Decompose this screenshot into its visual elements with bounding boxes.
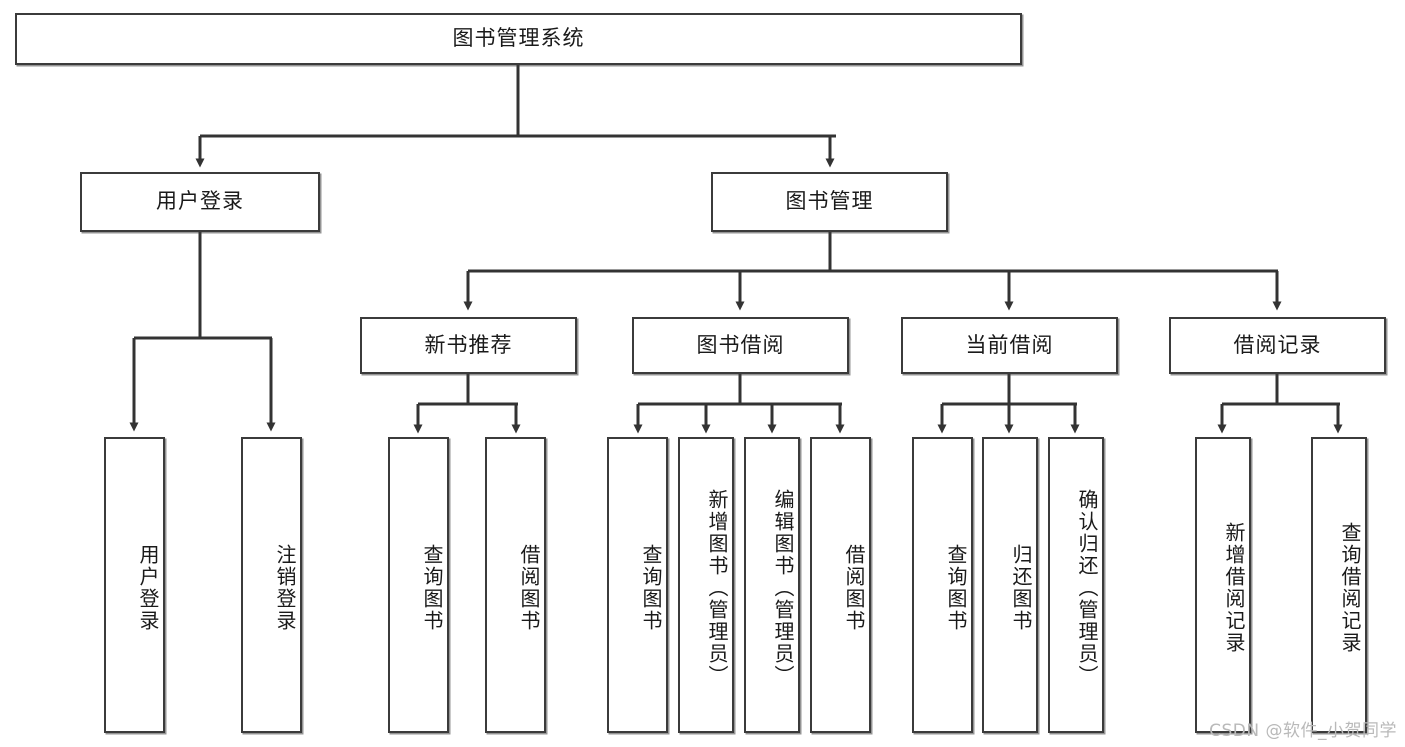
node-leaf-user-login[interactable]: 用户登录 bbox=[104, 437, 165, 733]
node-leaf-query-book-1-label: 查询图书 bbox=[420, 544, 444, 632]
node-leaf-query-record-label: 查询借阅记录 bbox=[1338, 522, 1362, 654]
node-leaf-query-book-2-label: 查询图书 bbox=[639, 544, 663, 632]
node-leaf-return-book-label: 归还图书 bbox=[1009, 544, 1033, 632]
node-book-manage-label: 图书管理 bbox=[785, 189, 874, 214]
node-current-borrow[interactable]: 当前借阅 bbox=[901, 317, 1118, 374]
node-leaf-user-login-label: 用户登录 bbox=[136, 544, 160, 632]
node-user-login-label: 用户登录 bbox=[156, 189, 244, 214]
node-leaf-edit-book[interactable]: 编辑图书（管理员） bbox=[744, 437, 800, 733]
node-leaf-confirm-return[interactable]: 确认归还（管理员） bbox=[1048, 437, 1104, 733]
node-leaf-edit-book-label: 编辑图书（管理员） bbox=[771, 489, 795, 687]
node-book-borrow-label: 图书借阅 bbox=[696, 332, 785, 357]
node-leaf-borrow-book-1-label: 借阅图书 bbox=[517, 544, 541, 632]
node-root[interactable]: 图书管理系统 bbox=[15, 13, 1022, 65]
node-leaf-borrow-book-2[interactable]: 借阅图书 bbox=[810, 437, 871, 733]
node-leaf-query-book-2[interactable]: 查询图书 bbox=[607, 437, 668, 733]
node-leaf-query-book-1[interactable]: 查询图书 bbox=[388, 437, 449, 733]
node-book-borrow[interactable]: 图书借阅 bbox=[632, 317, 849, 374]
node-new-book-recommend[interactable]: 新书推荐 bbox=[360, 317, 577, 374]
node-leaf-query-record[interactable]: 查询借阅记录 bbox=[1311, 437, 1367, 733]
node-leaf-borrow-book-2-label: 借阅图书 bbox=[842, 544, 866, 632]
node-root-label: 图书管理系统 bbox=[452, 26, 585, 51]
node-borrow-record[interactable]: 借阅记录 bbox=[1169, 317, 1386, 374]
node-leaf-logout[interactable]: 注销登录 bbox=[241, 437, 302, 733]
node-leaf-confirm-return-label: 确认归还（管理员） bbox=[1075, 489, 1099, 687]
node-leaf-return-book[interactable]: 归还图书 bbox=[982, 437, 1038, 733]
node-new-book-recommend-label: 新书推荐 bbox=[424, 332, 513, 357]
node-leaf-query-book-3-label: 查询图书 bbox=[944, 544, 968, 632]
node-leaf-borrow-book-1[interactable]: 借阅图书 bbox=[485, 437, 546, 733]
node-leaf-logout-label: 注销登录 bbox=[273, 544, 297, 632]
node-leaf-add-record-label: 新增借阅记录 bbox=[1222, 522, 1246, 654]
node-book-manage[interactable]: 图书管理 bbox=[711, 172, 948, 232]
node-leaf-add-record[interactable]: 新增借阅记录 bbox=[1195, 437, 1251, 733]
node-borrow-record-label: 借阅记录 bbox=[1233, 332, 1322, 357]
node-leaf-query-book-3[interactable]: 查询图书 bbox=[912, 437, 973, 733]
node-current-borrow-label: 当前借阅 bbox=[965, 332, 1054, 357]
node-leaf-add-book[interactable]: 新增图书（管理员） bbox=[678, 437, 734, 733]
node-user-login[interactable]: 用户登录 bbox=[80, 172, 320, 232]
node-leaf-add-book-label: 新增图书（管理员） bbox=[705, 489, 729, 687]
